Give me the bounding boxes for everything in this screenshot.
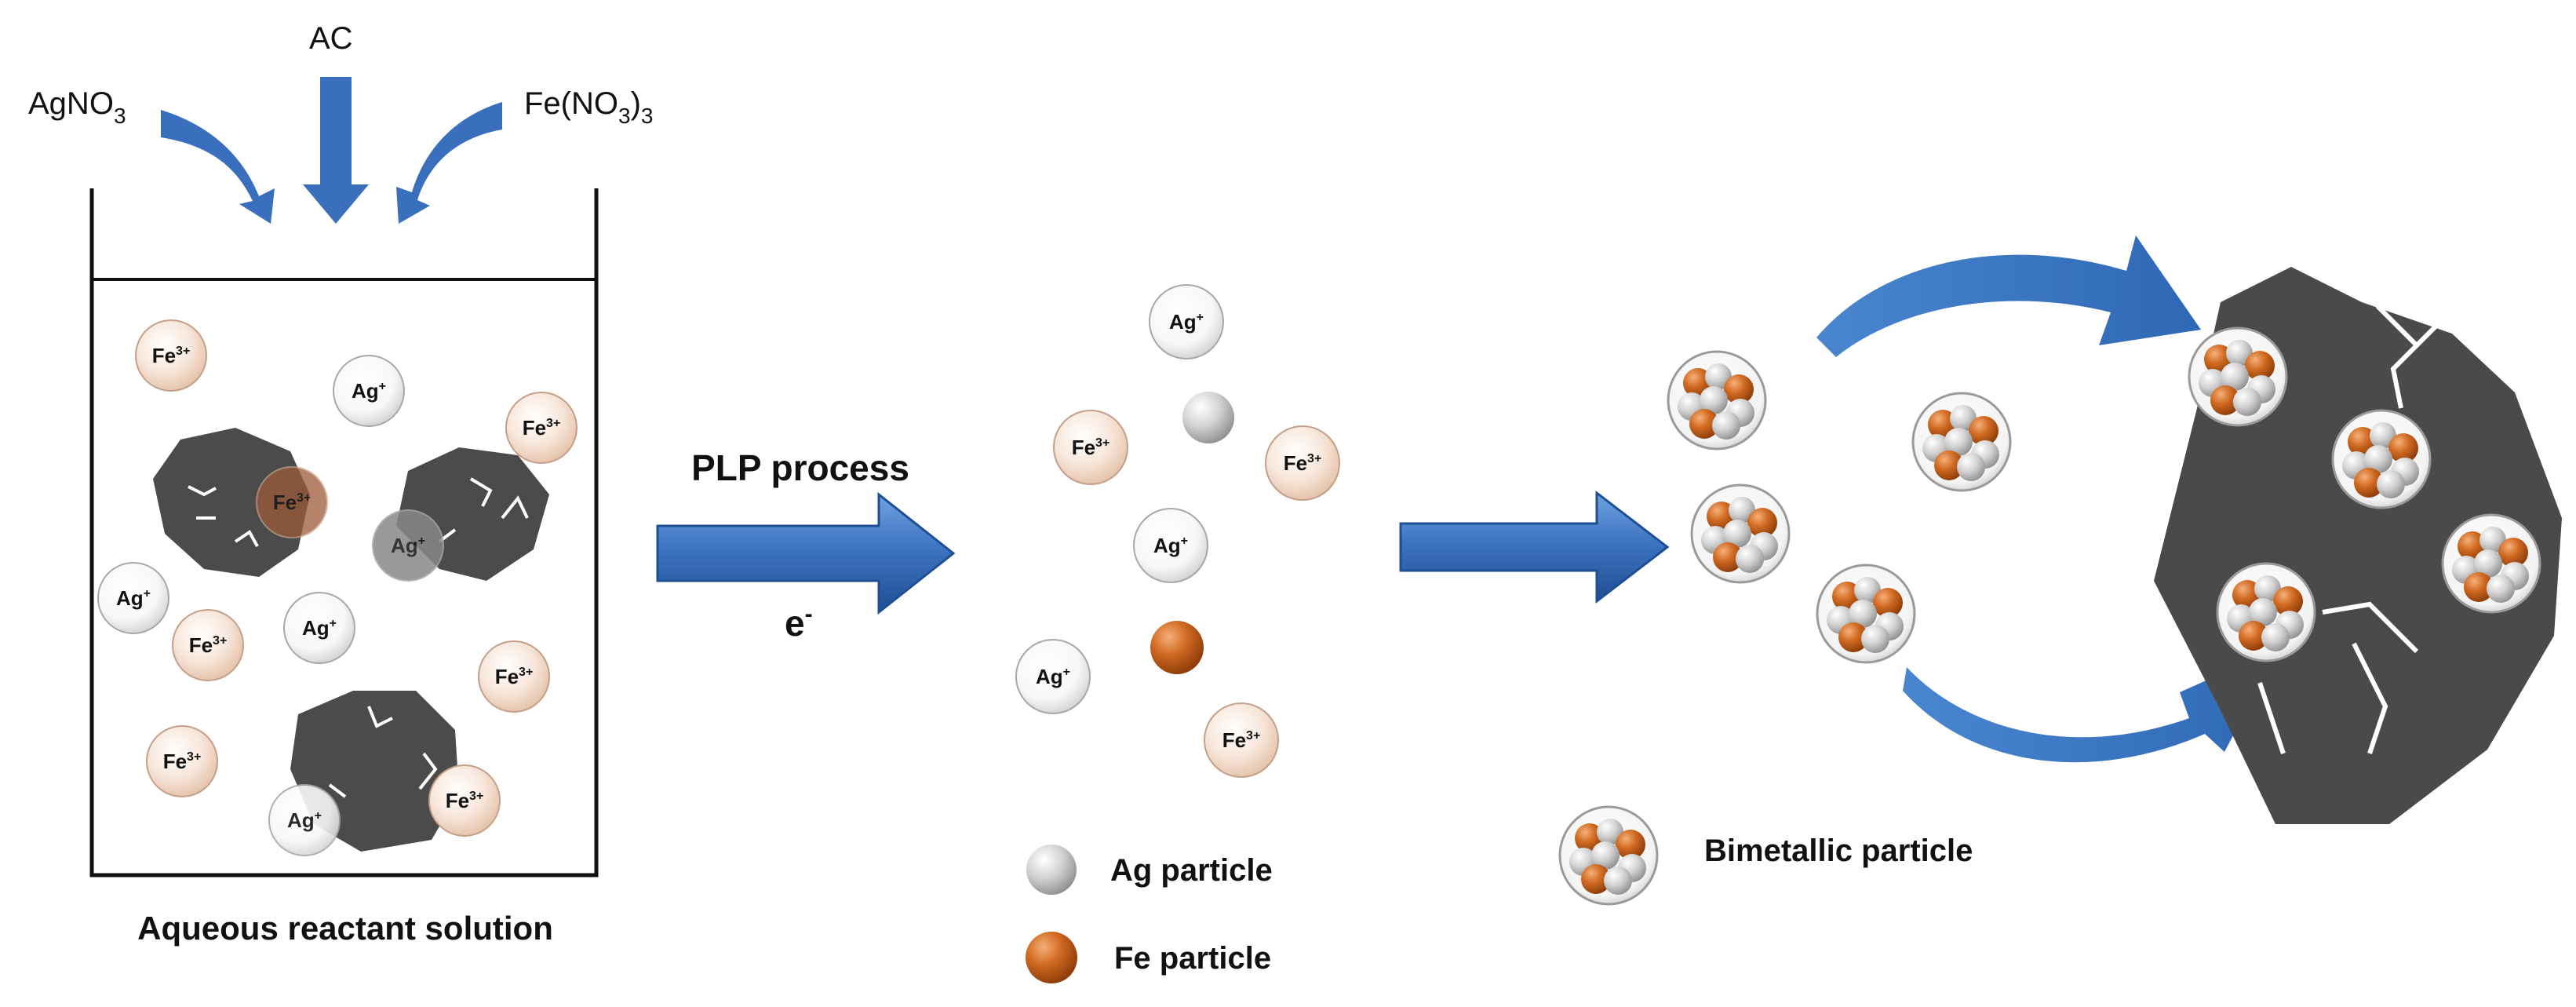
bimetallic-particle [2331, 409, 2432, 509]
svg-text:Fe3+: Fe3+ [189, 633, 228, 657]
legend-ag-particle-icon [1026, 845, 1077, 895]
svg-text:Fe3+: Fe3+ [446, 789, 484, 812]
ag-particle [1182, 392, 1234, 443]
fe-ion: Fe3+ [172, 609, 244, 681]
fe-particle [1150, 621, 1204, 674]
ag-ion: Ag+ [372, 509, 444, 582]
legend-fe-particle-label: Fe particle [1114, 941, 1271, 976]
svg-text:Ag+: Ag+ [287, 808, 322, 832]
bimetallic-particle [2216, 562, 2316, 662]
bimetallic-particle [1911, 392, 2012, 492]
svg-text:Fe3+: Fe3+ [1222, 728, 1261, 752]
svg-text:Fe3+: Fe3+ [163, 750, 202, 773]
curved-arrow-bottom [1903, 648, 2279, 763]
svg-text:Fe3+: Fe3+ [152, 344, 191, 367]
svg-text:Fe3+: Fe3+ [273, 491, 312, 514]
svg-text:Ag+: Ag+ [302, 616, 337, 640]
svg-text:Fe3+: Fe3+ [1072, 436, 1110, 459]
svg-text:Ag+: Ag+ [116, 586, 151, 610]
fe-ion: Fe3+ [135, 319, 207, 392]
ag-ion: Ag+ [283, 592, 355, 664]
curved-arrow-top [1816, 235, 2201, 357]
down-arrow-middle [303, 77, 369, 224]
ag-ion: Ag+ [333, 355, 405, 427]
fe-ion: Fe3+ [146, 725, 218, 797]
bimetallic-particle [2188, 327, 2288, 427]
bimetallic-particle [1667, 350, 1767, 451]
svg-text:Fe3+: Fe3+ [1284, 451, 1322, 475]
fe-ion: Fe3+ [1204, 702, 1279, 778]
legend-bimetallic-icon [1558, 805, 1659, 906]
ag-ion: Ag+ [1133, 508, 1208, 583]
bimetallic-particle [1690, 483, 1791, 584]
beaker [89, 188, 599, 877]
bimetallic-particle [2441, 513, 2541, 614]
svg-text:Ag+: Ag+ [391, 534, 425, 557]
beaker-caption: Aqueous reactant solution [137, 910, 553, 947]
svg-text:Ag+: Ag+ [1169, 310, 1204, 334]
curved-arrow-left [161, 110, 275, 224]
legend-fe-particle-icon [1026, 932, 1077, 983]
ag-ion: Ag+ [97, 562, 169, 634]
ag-ion: Ag+ [1149, 284, 1224, 359]
reagent-ac: AC [309, 21, 353, 56]
fe-ion: Fe3+ [256, 466, 328, 538]
fe-ion: Fe3+ [478, 640, 550, 713]
process-label: PLP process [691, 447, 909, 488]
svg-text:Ag+: Ag+ [352, 379, 386, 403]
carbon-chunk [153, 428, 310, 577]
fe-ion: Fe3+ [1265, 425, 1340, 501]
svg-text:Fe3+: Fe3+ [523, 416, 561, 440]
fe-ion: Fe3+ [505, 392, 578, 464]
svg-text:Fe3+: Fe3+ [495, 665, 534, 688]
transition-arrow [1399, 490, 1670, 604]
reagent-arrows [161, 77, 502, 224]
bimetallic-particle [1816, 564, 1916, 664]
svg-text:Ag+: Ag+ [1036, 665, 1070, 688]
curved-arrow-right [396, 102, 502, 224]
ag-ion: Ag+ [268, 784, 341, 856]
legend-bimetallic-label: Bimetallic particle [1704, 834, 1973, 868]
reagent-agno3: AgNO3 [28, 86, 126, 128]
electron-label: e- [785, 601, 813, 644]
ag-ion: Ag+ [1015, 639, 1091, 714]
fe-ion: Fe3+ [1053, 410, 1128, 485]
reagent-fe-nitrate: Fe(NO3)3 [524, 86, 653, 128]
svg-text:Ag+: Ag+ [1153, 534, 1188, 557]
fe-ion: Fe3+ [428, 764, 501, 837]
legend-ag-particle-label: Ag particle [1110, 853, 1273, 888]
process-arrow [656, 491, 956, 615]
